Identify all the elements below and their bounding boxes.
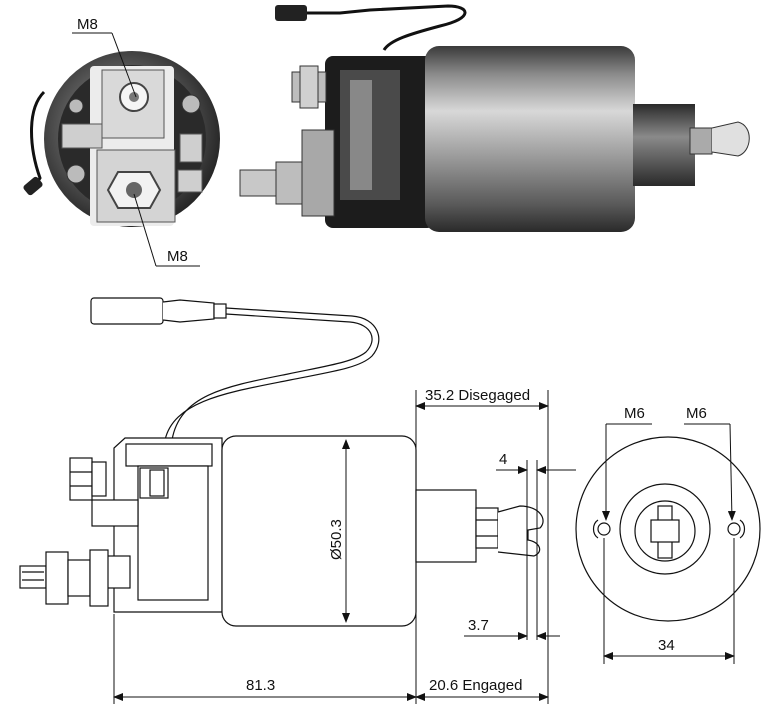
label-diameter: Ø50.3 [328,519,345,560]
dim-gap-bottom: 3.7 [464,617,560,640]
label-m6-left: M6 [624,405,645,422]
side-drawing [19,297,544,627]
callout-m8-top: M8 [72,16,137,98]
end-view-drawing [575,436,761,622]
dim-hole-spacing: 34 [603,538,735,664]
label-gap-top: 4 [499,451,507,468]
label-gap-bottom: 3.7 [468,617,489,634]
label-hole-spacing: 34 [658,637,675,654]
dim-gap-top: 4 [496,451,576,474]
extension-lines [113,390,549,704]
side-photo [239,4,750,232]
label-m8-bottom: M8 [167,248,188,265]
dim-disengaged: 35.2 Disegaged [415,387,549,410]
terminal-end-photo [23,51,220,227]
callout-m6-left: M6 [602,405,652,521]
dim-diameter: Ø50.3 [328,439,350,623]
dim-body-length: 81.3 [113,677,417,701]
label-body-length: 81.3 [246,677,275,694]
callout-m6-right: M6 [684,405,736,521]
label-disengaged: 35.2 Disegaged [425,387,530,404]
callout-m8-bottom: M8 [133,193,200,267]
label-m6-right: M6 [686,405,707,422]
dim-engaged: 20.6 Engaged [415,677,549,701]
label-m8-top: M8 [77,16,98,33]
label-engaged: 20.6 Engaged [429,677,522,694]
